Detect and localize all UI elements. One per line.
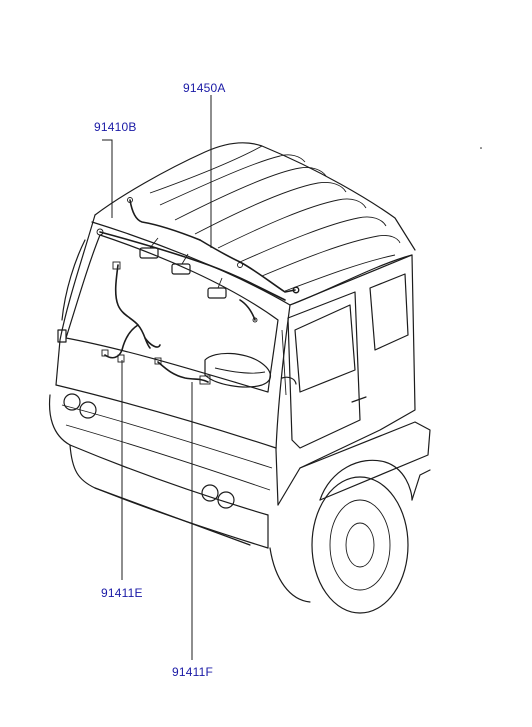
leader-91410b [102,139,113,218]
part-label-91411e[interactable]: 91411E [101,586,143,600]
part-label-91410b[interactable]: 91410B [94,120,137,134]
part-label-91411f[interactable]: 91411F [172,665,214,679]
part-label-91450a[interactable]: 91450A [183,81,226,95]
stray-dot [480,147,482,149]
callout-leader-lines [102,95,212,660]
wiring-harness [96,197,299,385]
truck-cab-outline [48,142,431,614]
